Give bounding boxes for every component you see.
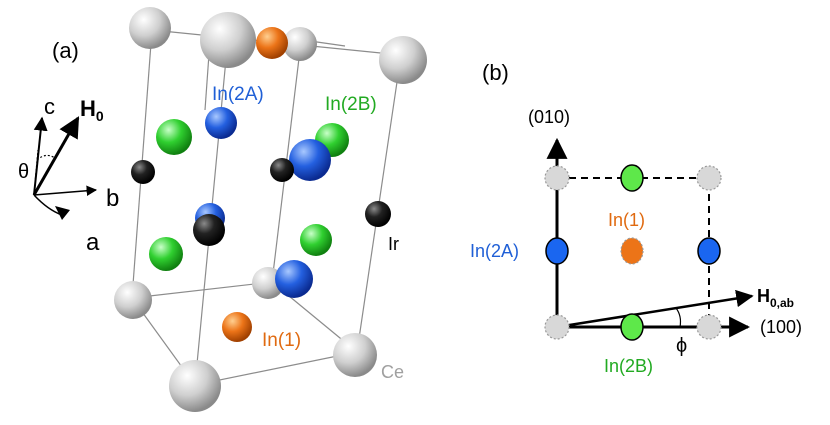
axis-010-label: (010) <box>528 107 570 127</box>
field-h0-label: H0 <box>80 96 104 124</box>
label-in2a-b: In(2A) <box>470 241 519 261</box>
angle-phi-label: ϕ <box>676 335 687 357</box>
axis-b-label: b <box>106 185 119 212</box>
label-in2b-b: In(2B) <box>604 356 653 376</box>
label-in2b: In(2B) <box>325 94 377 115</box>
ce-atom <box>129 7 171 49</box>
ce-atom <box>283 27 317 61</box>
ce-atom <box>379 36 427 84</box>
ce-site <box>544 314 570 340</box>
ir-atom <box>365 201 391 227</box>
panel-a: (a) <box>18 7 427 412</box>
in2a-atom <box>275 260 313 298</box>
in2a-site <box>545 237 569 265</box>
ir-atom <box>131 160 155 184</box>
in2a-site <box>697 237 721 265</box>
ir-atom <box>270 158 294 182</box>
in1-atom <box>256 27 288 59</box>
ce-site <box>544 165 570 191</box>
label-in1: In(1) <box>262 330 301 351</box>
axis-c-label: c <box>44 94 55 119</box>
axis-a-label: a <box>86 229 100 256</box>
angle-theta-label: θ <box>18 161 29 183</box>
in2b-atom <box>149 237 183 271</box>
axes-triad <box>32 116 98 220</box>
ce-atom <box>200 12 256 68</box>
ce-site <box>696 314 722 340</box>
label-in1-b: In(1) <box>608 210 645 230</box>
in2b-site <box>620 164 644 192</box>
in2a-atom <box>289 139 331 181</box>
ce-atom <box>333 333 377 377</box>
axis-100-label: (100) <box>760 317 802 337</box>
label-in2a: In(2A) <box>212 84 264 105</box>
in1-atom <box>222 312 252 342</box>
label-ce: Ce <box>381 362 404 382</box>
phi-arc <box>675 307 682 328</box>
panel-a-label: (a) <box>52 38 79 63</box>
panel-b: (b) (010) (100) H0,ab ϕ In(2A) In(1) In(… <box>470 60 802 376</box>
in2a-atom <box>205 107 237 139</box>
label-ir: Ir <box>388 234 399 254</box>
unit-square-dashed <box>557 177 710 327</box>
in1-site <box>620 237 644 265</box>
field-h0ab-label: H0,ab <box>757 286 794 310</box>
ce-site <box>696 165 722 191</box>
field-h0ab-arrow <box>556 289 754 329</box>
ir-atom <box>193 214 225 246</box>
panel-b-label: (b) <box>482 60 509 85</box>
ce-atom <box>169 360 221 412</box>
in2b-atom <box>156 119 192 155</box>
ce-atom <box>114 281 152 319</box>
in2b-site <box>620 313 644 341</box>
in2b-atom <box>300 224 332 256</box>
